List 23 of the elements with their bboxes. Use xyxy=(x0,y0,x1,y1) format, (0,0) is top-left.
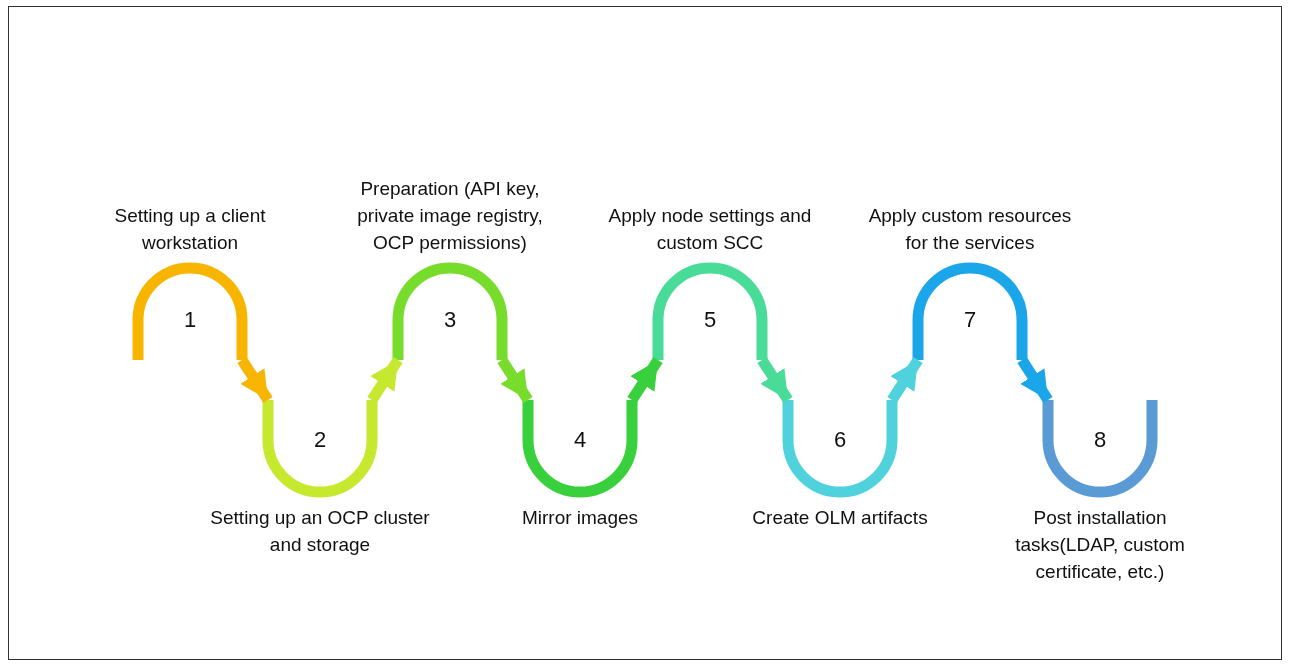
arrow xyxy=(497,357,533,403)
arrow xyxy=(627,357,663,403)
step-caption: Apply node settings and custom SCC xyxy=(607,204,813,255)
step-caption: Mirror images xyxy=(520,506,640,530)
step-caption: Preparation (API key, private image registry, OCP permissions) xyxy=(356,177,544,255)
arc-step: 3 xyxy=(392,262,508,360)
arc-step: 6 xyxy=(782,400,898,498)
arrow xyxy=(237,357,273,403)
step-caption: Post installation tasks(LDAP, custom certificate, etc.) xyxy=(1014,506,1186,584)
step-caption: Create OLM artifacts xyxy=(751,506,929,530)
arrow xyxy=(757,357,793,403)
arc-step: 2 xyxy=(262,400,378,498)
arrow xyxy=(887,357,923,403)
arrow xyxy=(367,357,403,403)
arc-step: 5 xyxy=(652,262,768,360)
arrow xyxy=(1017,357,1053,403)
arc-step: 4 xyxy=(522,400,638,498)
arc-step: 7 xyxy=(912,262,1028,360)
arc-step: 1 xyxy=(132,262,248,360)
arc-step: 8 xyxy=(1042,400,1158,498)
step-caption: Setting up a client workstation xyxy=(113,204,267,255)
step-caption: Setting up an OCP cluster and storage xyxy=(210,506,430,557)
step-caption: Apply custom resources for the services xyxy=(867,204,1073,255)
